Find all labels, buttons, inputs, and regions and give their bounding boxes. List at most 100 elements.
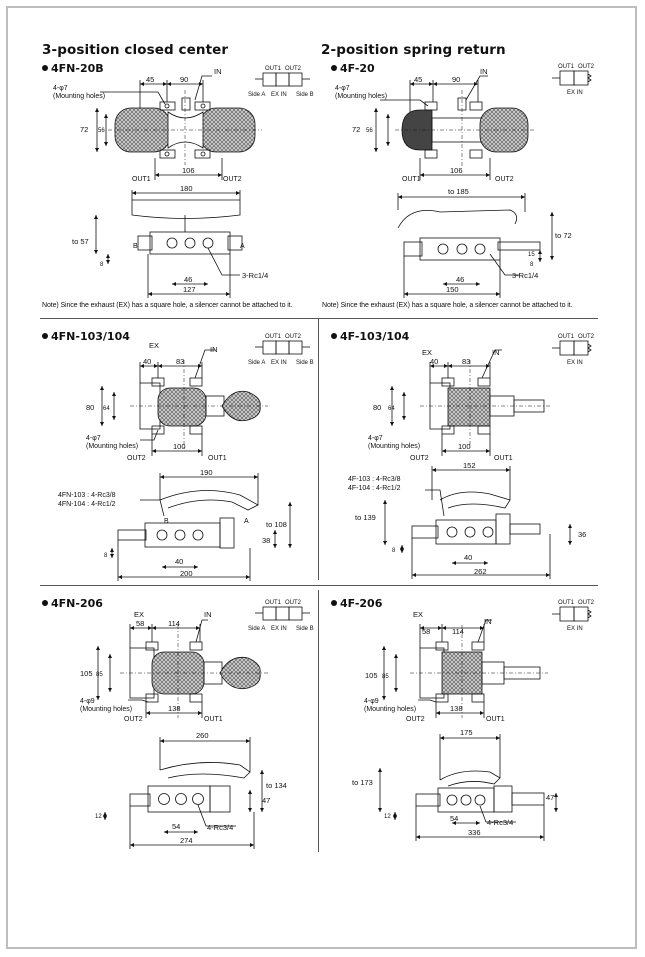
p5-out2: OUT2 xyxy=(124,716,143,723)
p4-mount-label: (Mounting holes) xyxy=(368,443,420,450)
p6-mount-label: (Mounting holes) xyxy=(364,706,416,713)
p4-dim-152: 152 xyxy=(463,461,476,470)
model-label-4f-103-104: 4F-103/104 xyxy=(331,330,409,343)
p6-sym-out2: OUT2 xyxy=(578,600,595,606)
p2-dim-90: 90 xyxy=(452,75,460,84)
p3-sym-out2: OUT2 xyxy=(285,334,302,340)
p2-out2: OUT2 xyxy=(495,176,514,183)
p2-sym-out2: OUT2 xyxy=(578,64,595,70)
p1-out1: OUT1 xyxy=(132,176,151,183)
p2-in-label: IN xyxy=(480,67,488,76)
p2-dim-106: 106 xyxy=(450,166,463,175)
model-label-4fn-103-104: 4FN-103/104 xyxy=(42,330,130,343)
p5-sym-out2: OUT2 xyxy=(285,600,302,606)
p1-dim-45: 45 xyxy=(146,75,154,84)
p5-sym-out1: OUT1 xyxy=(265,600,282,606)
p4-port-103: 4F-103 : 4-Rc3/8 xyxy=(348,476,401,483)
p1-dim-180: 180 xyxy=(180,184,193,193)
p3-dim-40: 40 xyxy=(143,357,151,366)
p5-out1: OUT1 xyxy=(204,716,223,723)
p5-dim-85: 85 xyxy=(96,672,103,678)
p6-dim-to173: to 173 xyxy=(352,778,373,787)
note-left: Note) Since the exhaust (EX) has a squar… xyxy=(42,302,293,309)
p2-port: 3-Rc1/4 xyxy=(512,271,538,280)
model-label-4f-206: 4F-206 xyxy=(331,597,382,610)
p6-dim-85: 85 xyxy=(382,674,389,680)
p1-sym-out2: OUT2 xyxy=(285,66,302,72)
p3-dim-38: 38 xyxy=(262,536,270,545)
p1-out2: OUT2 xyxy=(223,176,242,183)
separator-col-row2 xyxy=(318,318,319,580)
p3-ex-in: EX IN xyxy=(271,360,287,366)
p6-sym-out1: OUT1 xyxy=(558,600,575,606)
p1-port: 3-Rc1/4 xyxy=(242,271,268,280)
p4-dim-262: 262 xyxy=(474,567,487,576)
p6-out1: OUT1 xyxy=(486,716,505,723)
p4-dim-80: 80 xyxy=(373,403,381,412)
p5-ex-in: EX IN xyxy=(271,626,287,632)
p3-in-label: IN xyxy=(210,345,218,354)
p1-dim-56: 56 xyxy=(98,128,105,134)
p2-dim-to185: to 185 xyxy=(448,187,469,196)
p2-dim-72: 72 xyxy=(352,125,360,134)
p5-in-label: IN xyxy=(204,610,212,619)
p5-dim-260: 260 xyxy=(196,731,209,740)
p5-dim-47: 47 xyxy=(262,796,270,805)
p5-dim-274: 274 xyxy=(180,836,193,845)
p3-mount-label: (Mounting holes) xyxy=(86,443,138,450)
p3-a: A xyxy=(244,518,249,525)
p4-port-104: 4F-104 : 4-Rc1/2 xyxy=(348,485,401,492)
p5-dim-12: 12 xyxy=(95,814,102,820)
p4-dim-36: 36 xyxy=(578,530,586,539)
p3-port-103: 4FN-103 : 4-Rc3/8 xyxy=(58,492,116,499)
p3-dim-83: 83 xyxy=(176,357,184,366)
p6-in-label: IN xyxy=(484,617,492,626)
p6-port: 4-Rc3/4 xyxy=(487,818,513,827)
p4-in-label: IN xyxy=(492,348,500,357)
p3-side-b: Side B xyxy=(296,360,314,366)
p6-ex-in: EX IN xyxy=(567,626,583,632)
p4-dim-100: 100 xyxy=(458,442,471,451)
p1-side-b: Side B xyxy=(296,92,314,98)
p5-mount-label: (Mounting holes) xyxy=(80,706,132,713)
p1-in-label: IN xyxy=(214,67,222,76)
p1-a: A xyxy=(240,243,245,250)
p4-out1: OUT1 xyxy=(494,455,513,462)
p1-dim-90: 90 xyxy=(180,75,188,84)
p3-mount-holes: 4-φ7 xyxy=(86,435,101,442)
p4-dim-40b: 40 xyxy=(464,553,472,562)
p2-out1: OUT1 xyxy=(402,176,421,183)
p6-dim-138: 138 xyxy=(450,704,463,713)
p3-port-104: 4FN-104 : 4-Rc1/2 xyxy=(58,501,116,508)
p6-dim-12: 12 xyxy=(384,814,391,820)
page-frame xyxy=(6,6,637,949)
p3-dim-80: 80 xyxy=(86,403,94,412)
model-label-4fn-206: 4FN-206 xyxy=(42,597,103,610)
p2-dim-8: 8 xyxy=(530,262,534,268)
p5-side-b: Side B xyxy=(296,626,314,632)
p4-dim-64: 64 xyxy=(388,406,395,412)
p4-mount-holes: 4-φ7 xyxy=(368,435,383,442)
header-3-position: 3-position closed center xyxy=(42,42,229,58)
p5-port: 4-Rc3/4 xyxy=(207,823,233,832)
p6-dim-47: 47 xyxy=(546,793,554,802)
p5-dim-58: 58 xyxy=(136,619,144,628)
p6-dim-175: 175 xyxy=(460,728,473,737)
p1-mount-label: (Mounting holes) xyxy=(53,93,105,100)
p1-dim-106: 106 xyxy=(182,166,195,175)
p1-dim-127: 127 xyxy=(183,285,196,294)
p2-dim-150: 150 xyxy=(446,285,459,294)
separator-col-row3 xyxy=(318,590,319,852)
p4-dim-83: 83 xyxy=(462,357,470,366)
p2-ex-in: EX IN xyxy=(567,90,583,96)
model-label-4f-20: 4F-20 xyxy=(331,62,375,75)
header-2-position: 2-position spring return xyxy=(321,42,506,58)
p5-dim-138: 138 xyxy=(168,704,181,713)
p6-dim-105: 105 xyxy=(365,671,378,680)
